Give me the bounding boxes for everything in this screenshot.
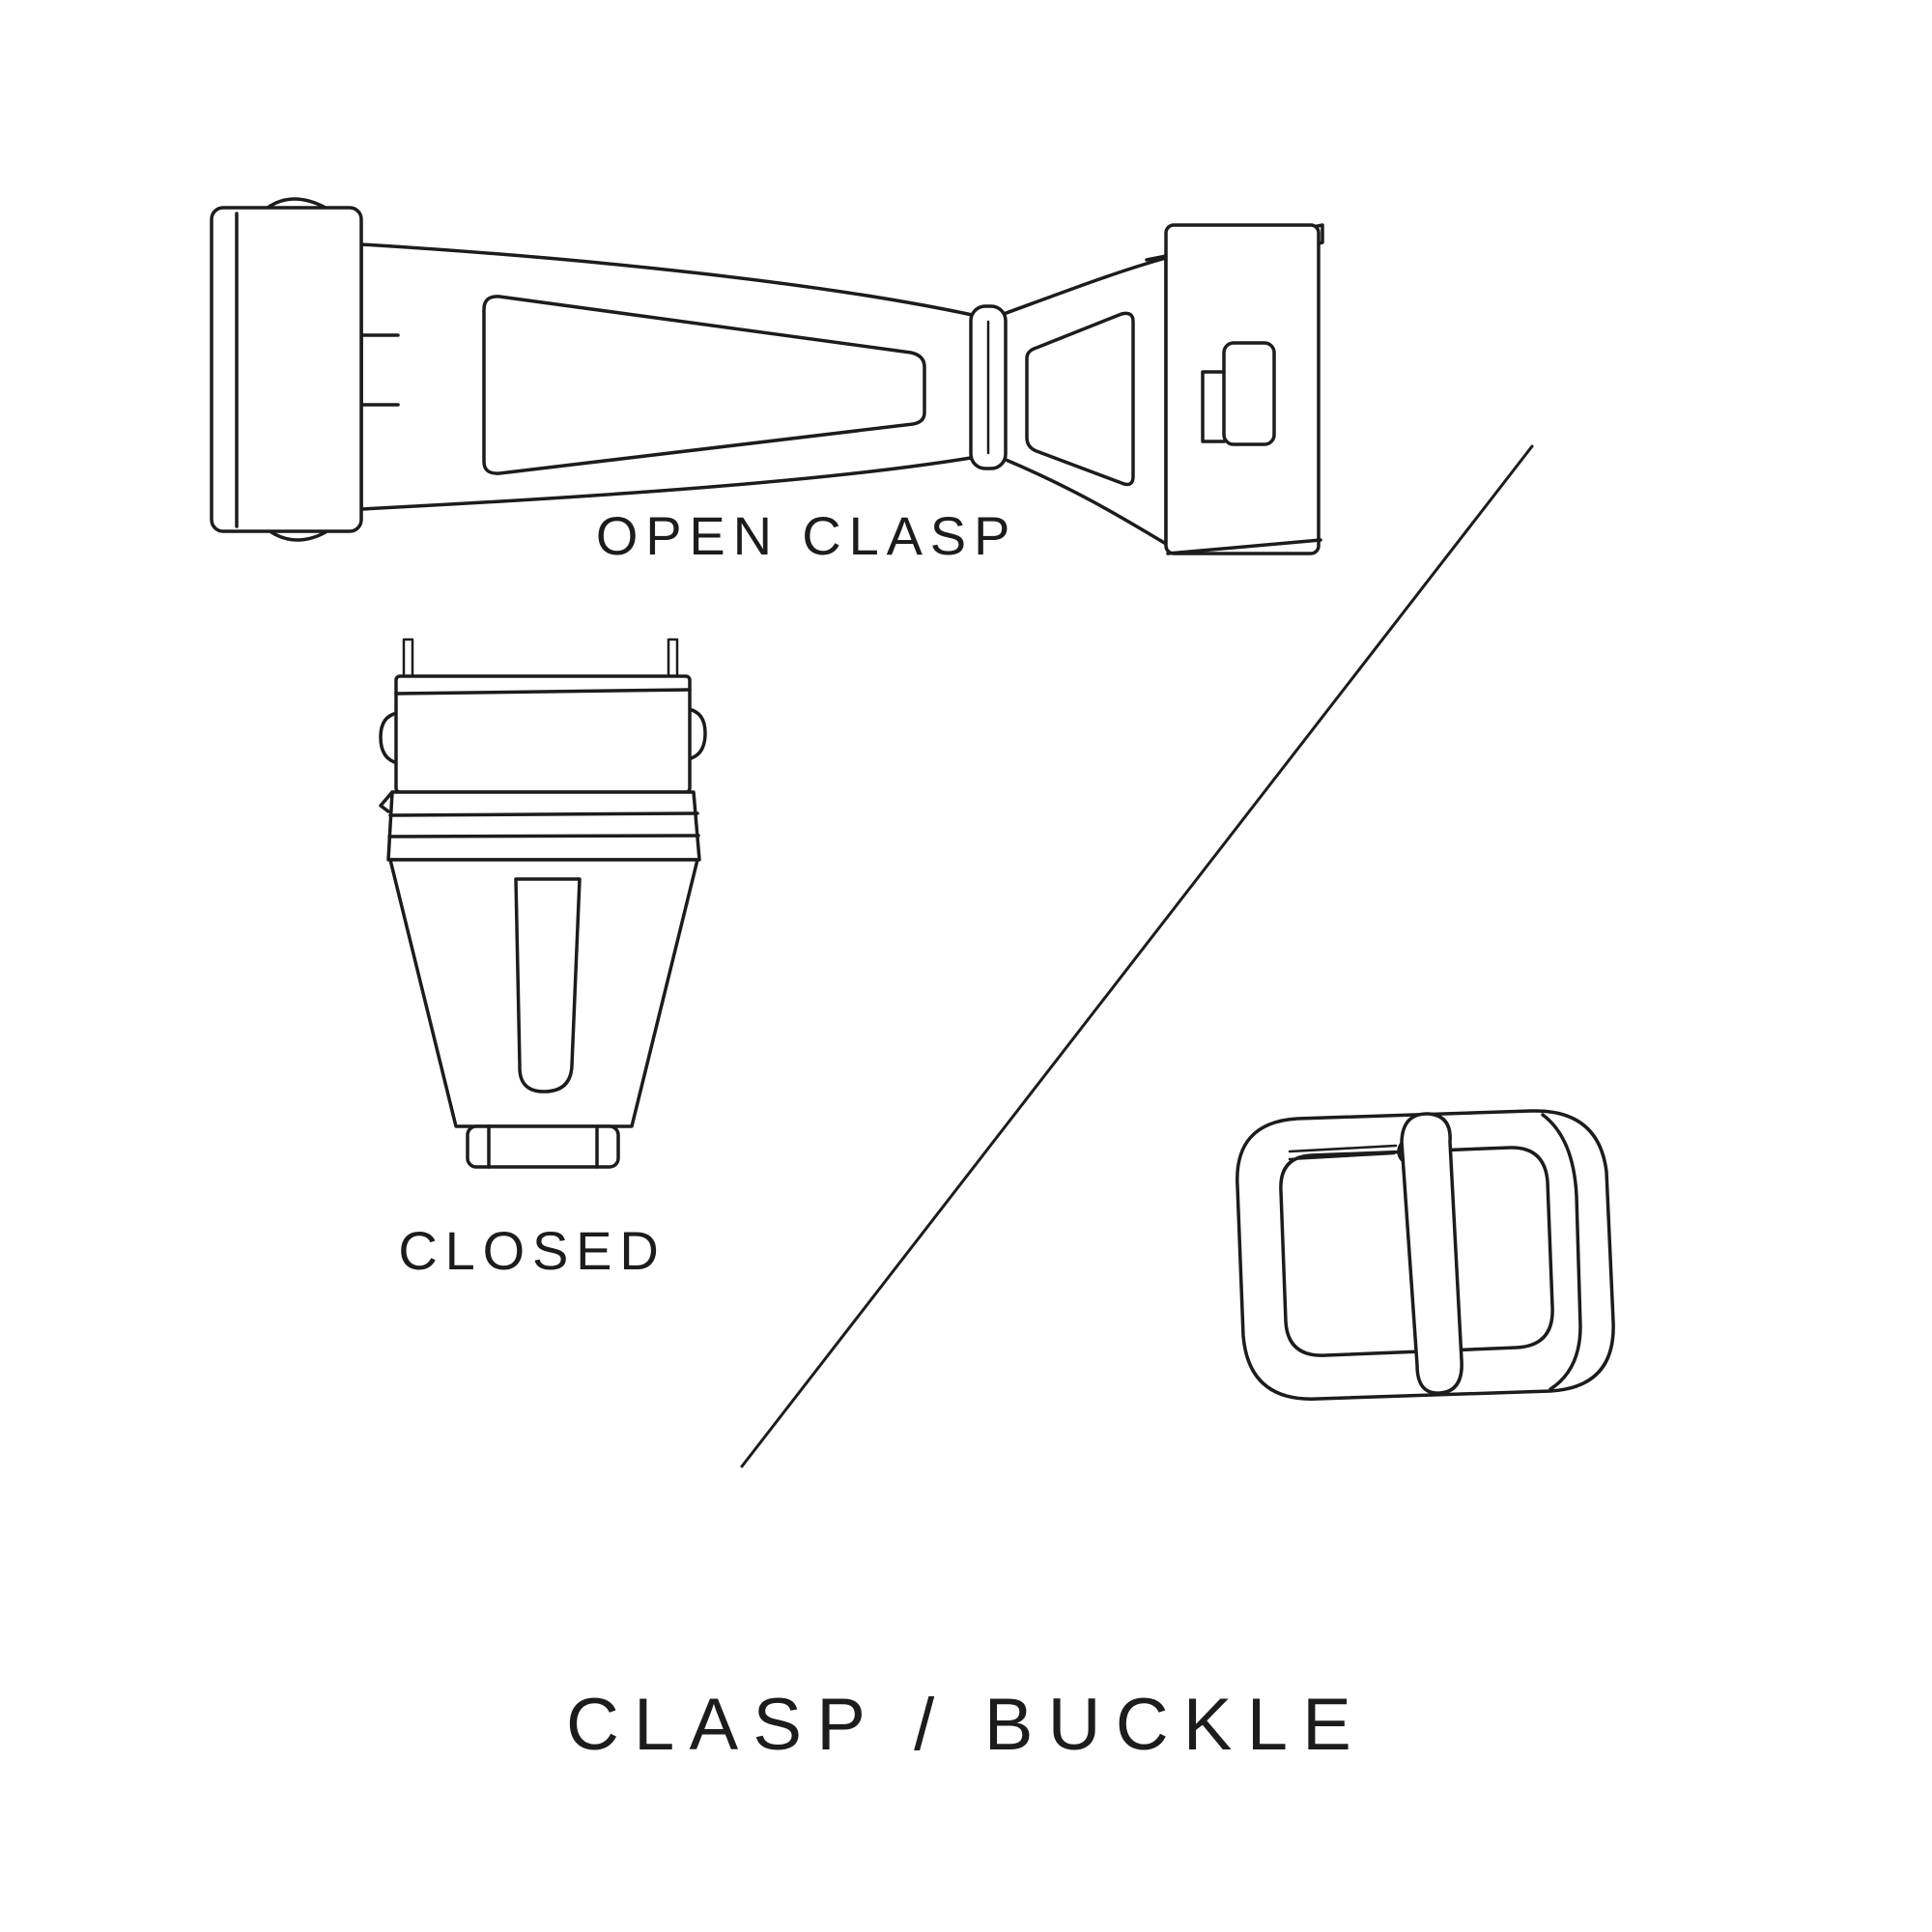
closed-clasp-label: CLOSED	[398, 1220, 667, 1281]
diagram-title: CLASP / BUCKLE	[565, 1684, 1367, 1766]
divider-line	[715, 415, 1584, 1497]
open-clasp-label: OPEN CLASP	[595, 505, 1018, 566]
closed-clasp-illustration	[379, 636, 707, 1206]
tang-buckle-illustration	[1212, 1080, 1628, 1428]
open-clasp-illustration	[198, 169, 1338, 575]
